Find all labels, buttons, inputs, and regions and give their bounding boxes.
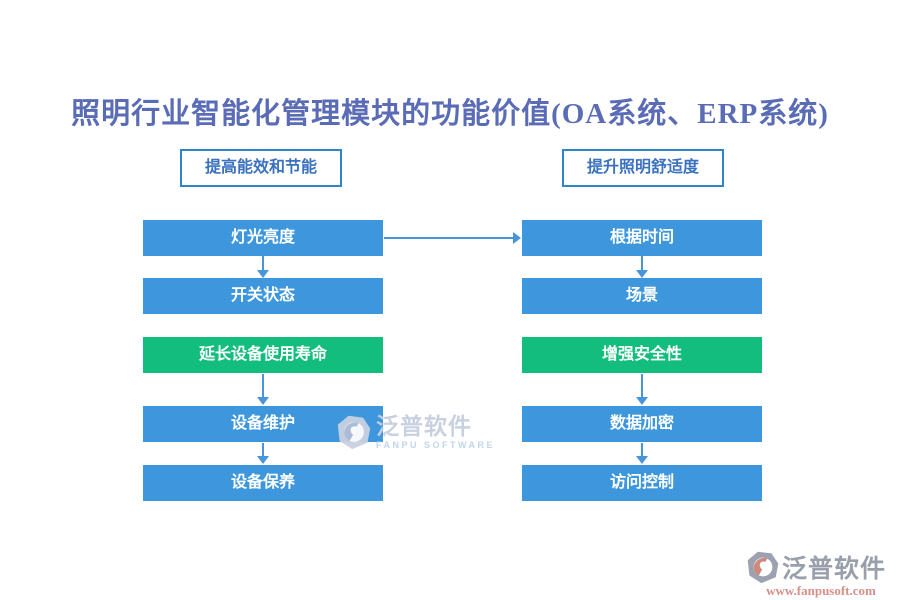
category-box-energy-efficiency: 提高能效和节能 [180, 149, 342, 187]
arrow-down-icon [634, 256, 650, 278]
arrow-down-icon [255, 256, 271, 278]
arrow-down-icon [634, 374, 650, 405]
node-extend-equipment-life: 延长设备使用寿命 [143, 337, 383, 373]
node-light-brightness: 灯光亮度 [143, 220, 383, 256]
node-equipment-upkeep: 设备保养 [143, 465, 383, 501]
watermark-brand-text: 泛普软件 [376, 413, 472, 439]
arrow-down-icon [255, 443, 271, 464]
watermark-corner: 泛普软件 www.fanpusoft.com [746, 549, 896, 599]
watermark-center: 泛普软件 FANPU SOFTWARE [336, 414, 495, 450]
watermark-sub-text: FANPU SOFTWARE [376, 440, 496, 450]
arrow-down-icon [255, 374, 271, 405]
node-scene: 场景 [522, 278, 762, 314]
fanpu-logo-icon [337, 415, 371, 450]
arrow-right-icon [384, 231, 521, 245]
category-box-lighting-comfort: 提升照明舒适度 [562, 149, 724, 187]
page-title: 照明行业智能化管理模块的功能价值(OA系统、ERP系统) [71, 98, 829, 130]
node-access-control: 访问控制 [522, 465, 762, 501]
watermark-brand-text: 泛普软件 [782, 555, 887, 583]
node-enhance-security: 增强安全性 [522, 337, 762, 373]
arrow-down-icon [634, 443, 650, 464]
node-by-time: 根据时间 [522, 220, 762, 256]
node-switch-state: 开关状态 [143, 278, 383, 314]
fanpu-logo-icon [747, 551, 779, 584]
category-label: 提升照明舒适度 [586, 159, 699, 176]
node-data-encryption: 数据加密 [522, 406, 762, 442]
watermark-url-text: www.fanpusoft.com [766, 583, 876, 598]
category-label: 提高能效和节能 [204, 159, 317, 176]
